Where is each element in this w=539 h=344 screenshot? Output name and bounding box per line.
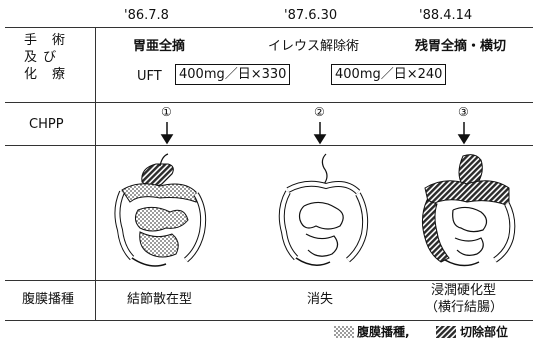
small-bowel-icon (135, 207, 188, 231)
arrow-head-icon (162, 135, 172, 143)
finding-2: 消失 (307, 293, 333, 306)
finding-3: 浸潤硬化型 (431, 284, 496, 297)
remnant-stomach-icon (322, 154, 327, 184)
resected-transverse-colon-icon (425, 181, 509, 206)
arrow-head-icon (315, 135, 325, 143)
finding-1: 結節散在型 (127, 293, 192, 306)
legend-resection-label: 切除部位 (460, 326, 508, 338)
finding-3-note: （横行結腸） (425, 301, 503, 314)
small-bowel-icon (300, 202, 344, 229)
transverse-colon-icon (122, 184, 196, 202)
small-bowel-icon (453, 207, 487, 231)
anatomy-illustration-1 (110, 150, 215, 275)
legend-hatch-swatch-icon (436, 326, 456, 338)
anatomy-illustration-2 (270, 150, 375, 275)
legend-dots-swatch-icon (334, 326, 354, 338)
arrow-head-icon (459, 135, 469, 143)
anatomy-illustration-3 (415, 150, 520, 275)
legend-peritoneal-label: 腹膜播種, (357, 326, 410, 338)
resected-stomach-icon (142, 164, 174, 187)
